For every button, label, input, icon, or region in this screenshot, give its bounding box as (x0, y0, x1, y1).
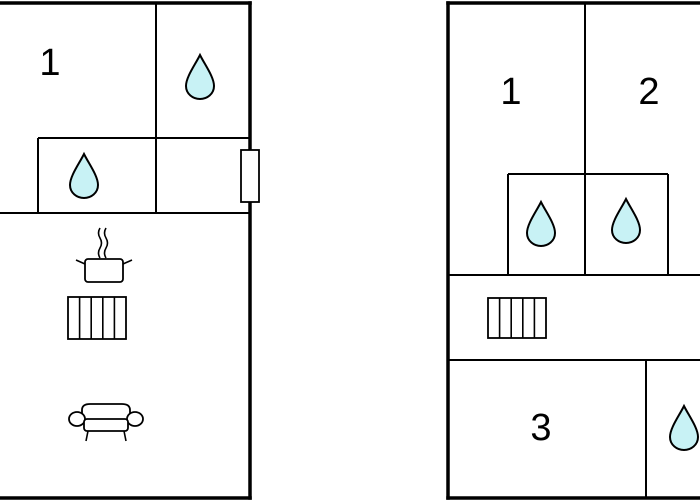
room-label-right-2: 2 (638, 71, 659, 113)
left-outer-walls (0, 1, 252, 500)
right-outer-walls (446, 1, 700, 500)
water-drop-icon (611, 198, 641, 244)
right-inner-walls (448, 3, 700, 498)
radiator-icon (67, 296, 127, 340)
water-drop-icon (526, 201, 556, 247)
cooking-pot-icon (75, 227, 133, 283)
room-label-right-1: 1 (500, 71, 521, 113)
sofa-icon (68, 403, 144, 442)
left-inner-walls (0, 3, 250, 214)
left-floorplan: 1 (0, 1, 260, 500)
water-drop-icon (669, 405, 699, 451)
water-drop-icon (185, 54, 215, 100)
room-label-left-1: 1 (39, 42, 60, 84)
room-label-right-3: 3 (530, 407, 551, 449)
right-floorplan: 1 2 3 (446, 1, 700, 500)
radiator-icon (487, 297, 547, 339)
water-drop-icon (69, 153, 99, 199)
door-icon (240, 149, 260, 203)
